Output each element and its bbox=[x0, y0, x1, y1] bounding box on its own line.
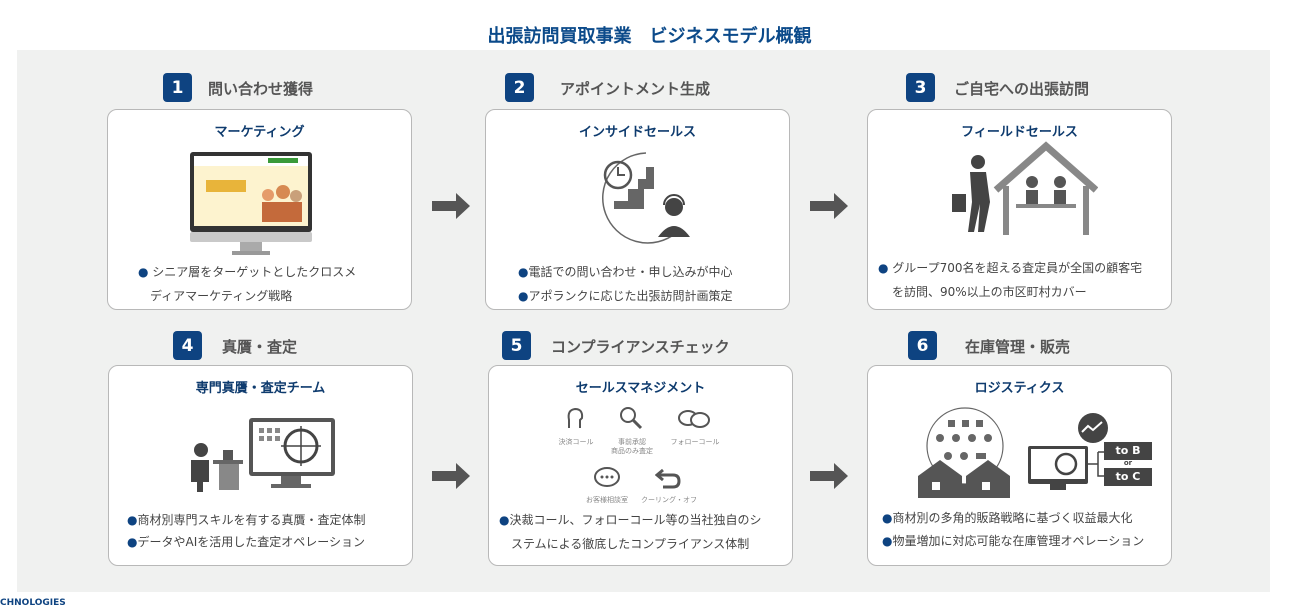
bullet-1-cont: を訪問、90%以上の市区町村カバー bbox=[892, 285, 1087, 299]
clock-map-operator-icon bbox=[602, 152, 690, 244]
bullet-2: ●アポランクに応じた出張訪問計画策定 bbox=[518, 289, 733, 303]
step-4-heading: 真贋・査定 bbox=[222, 338, 298, 356]
step-6-badge: 6 bbox=[908, 331, 937, 360]
chat-bubbles-icon bbox=[678, 410, 710, 428]
label-follow-call: フォローコール bbox=[670, 438, 720, 446]
salesperson-house-icon bbox=[952, 141, 1098, 235]
arrow-right-icon bbox=[810, 193, 848, 219]
card-marketing: マーケティング ● シニア層をターゲットとしたクロスメ ディアマーケティング戦略 bbox=[107, 109, 412, 310]
appraiser-monitor-icon bbox=[191, 418, 335, 492]
step-5-heading: コンプライアンスチェック bbox=[551, 338, 730, 356]
channel-to-c: to C bbox=[1115, 470, 1141, 483]
bullet-1: ●商材別の多角的販路戦略に基づく収益最大化 bbox=[882, 511, 1133, 525]
step-5-badge: 5 bbox=[502, 331, 531, 360]
arrow-right-icon bbox=[432, 463, 470, 489]
card-title: マーケティング bbox=[214, 125, 305, 140]
card-appraisal: 専門真贋・査定チーム ●商材別専門スキルを有する真贋・査定体制 ●データやAIを… bbox=[108, 365, 413, 566]
bullet-1: ●決裁コール、フォローコール等の当社独自のシ bbox=[499, 513, 762, 527]
sales-channel-icon bbox=[1028, 413, 1152, 490]
step-3-badge: 3 bbox=[906, 73, 935, 102]
bullet-2: ●データやAIを活用した査定オペレーション bbox=[127, 535, 365, 549]
return-arrow-icon bbox=[655, 468, 681, 489]
card-logistics: ロジスティクス to B or to C ●商材別の多角的販路戦略に基づく収益最… bbox=[867, 365, 1172, 566]
step-2-heading: アポイントメント生成 bbox=[560, 80, 711, 98]
step-1-heading: 問い合わせ獲得 bbox=[208, 80, 314, 98]
page-title: 出張訪問買取事業 ビジネスモデル概観 bbox=[487, 26, 812, 47]
bullet-1-cont: ステムによる徹底したコンプライアンス体制 bbox=[511, 537, 750, 551]
speech-bubble-icon bbox=[594, 467, 620, 487]
step-6-heading: 在庫管理・販売 bbox=[965, 338, 1071, 356]
bullet-1: ● シニア層をターゲットとしたクロスメ bbox=[138, 265, 357, 279]
warehouse-products-icon bbox=[918, 407, 1010, 498]
step-4-badge: 4 bbox=[173, 331, 202, 360]
step-3-heading: ご自宅への出張訪問 bbox=[954, 80, 1090, 98]
label-cooling-off: クーリング・オフ bbox=[641, 496, 697, 504]
arrow-right-icon bbox=[810, 463, 848, 489]
magnifier-check-icon bbox=[620, 407, 643, 430]
card-inside-sales: インサイドセールス ●電話での問い合わせ・申し込みが中心 ●アポランクに応じた出… bbox=[485, 109, 790, 310]
label-approval-call: 決済コール bbox=[558, 438, 594, 446]
monitor-website-icon bbox=[190, 152, 312, 255]
step-2-badge: 2 bbox=[505, 73, 534, 102]
card-title: セールスマネジメント bbox=[575, 381, 706, 396]
card-title: インサイドセールス bbox=[578, 125, 696, 140]
bullet-1: ●商材別専門スキルを有する真贋・査定体制 bbox=[127, 513, 366, 527]
headset-icon bbox=[567, 407, 584, 428]
label-prior-approval: 事前承認商品のみ査定 bbox=[611, 438, 653, 455]
footer-logo-text: CHNOLOGIES bbox=[0, 598, 66, 608]
card-title: ロジスティクス bbox=[974, 381, 1065, 396]
channel-or: or bbox=[1123, 459, 1133, 467]
channel-to-b: to B bbox=[1115, 444, 1141, 457]
arrow-right-icon bbox=[432, 193, 470, 219]
label-customer-support: お客様相談室 bbox=[586, 496, 628, 504]
bullet-1-cont: ディアマーケティング戦略 bbox=[150, 289, 293, 303]
card-sales-management: セールスマネジメント 決済コール 事前承認商品のみ査定 フォローコール お客様相… bbox=[488, 365, 793, 566]
bullet-1: ● グループ700名を超える査定員が全国の顧客宅 bbox=[878, 261, 1143, 275]
card-title: 専門真贋・査定チーム bbox=[195, 381, 326, 396]
card-title: フィールドセールス bbox=[961, 125, 1078, 140]
step-1-badge: 1 bbox=[163, 73, 192, 102]
bullet-2: ●物量増加に対応可能な在庫管理オペレーション bbox=[882, 534, 1145, 548]
card-field-sales: フィールドセールス ● グループ700名を超える査定員が全国の顧客宅 を訪問、9… bbox=[867, 109, 1172, 310]
bullet-1: ●電話での問い合わせ・申し込みが中心 bbox=[518, 265, 733, 279]
